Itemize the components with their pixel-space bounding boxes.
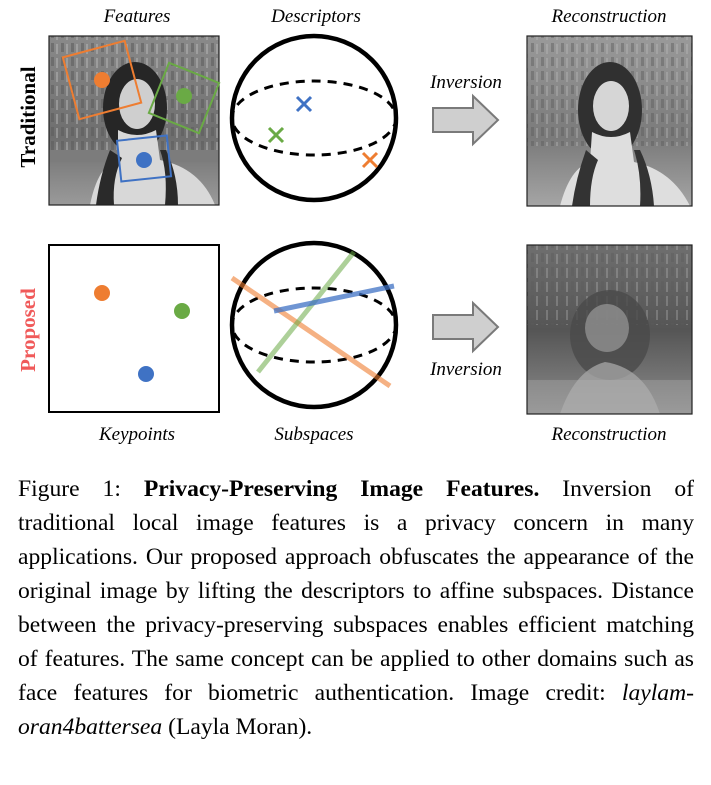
reconstruction-traditional: [526, 35, 693, 207]
label-reconstruction-top: Reconstruction: [550, 6, 666, 27]
figure-caption: Figure 1: Privacy-Preserving Image Featu…: [18, 472, 694, 744]
label-descriptors: Descriptors: [270, 6, 361, 27]
row-label-traditional: Traditional: [16, 66, 40, 167]
label-subspaces: Subspaces: [274, 424, 353, 445]
subspace-blue-line: [273, 283, 395, 314]
keypoint-orange: [94, 285, 110, 301]
reconstruction-proposed: [526, 244, 693, 415]
caption-figure-number: Figure 1:: [18, 476, 121, 502]
label-inversion-top: Inversion: [429, 72, 502, 93]
caption-title: Privacy-Preserving Image Features.: [143, 476, 540, 502]
feature-green: [147, 61, 221, 135]
keypoint-green: [174, 303, 190, 319]
caption-credit-name: (Layla Moran).: [162, 714, 313, 740]
figure-canvas: Features Descriptors Reconstruction Trad…: [16, 6, 693, 445]
keypoints-panel: [48, 244, 220, 413]
figure-1: Features Descriptors Reconstruction Trad…: [16, 6, 693, 445]
label-reconstruction-bottom: Reconstruction: [550, 424, 666, 445]
row-label-proposed: Proposed: [16, 288, 40, 372]
caption-credit-handle: laylam­oran4battersea: [18, 680, 694, 740]
label-inversion-bottom: Inversion: [429, 359, 502, 380]
feature-blue: [115, 134, 173, 183]
caption-body: Inversion of traditional local image fea…: [18, 476, 694, 706]
keypoint-blue: [138, 366, 154, 382]
inversion-arrow-top: Inversion: [429, 72, 502, 147]
label-features: Features: [103, 6, 171, 27]
descriptor-blue-cross: [295, 95, 313, 113]
subspace-orange-line: [230, 275, 392, 389]
inversion-arrow-bottom: Inversion: [429, 300, 502, 380]
subspace-sphere: [229, 240, 399, 410]
descriptor-orange-cross: [361, 151, 379, 169]
subspace-green-line: [256, 250, 356, 374]
label-keypoints: Keypoints: [98, 424, 175, 445]
descriptor-sphere: [229, 33, 399, 203]
feature-orange: [61, 39, 143, 121]
descriptor-green-cross: [267, 126, 285, 144]
